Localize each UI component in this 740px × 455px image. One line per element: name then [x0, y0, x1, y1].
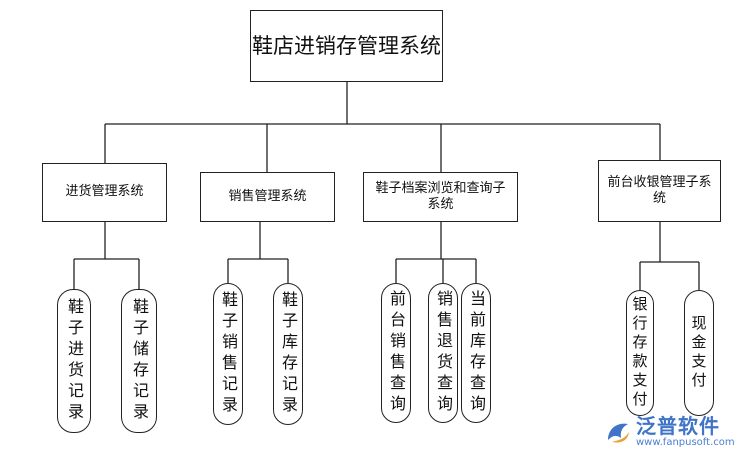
leaf-cash-payment: 现金支付	[684, 290, 714, 416]
leaf-return-query: 销售退货查询	[428, 283, 458, 423]
leaf-label: 鞋子进货记录	[65, 298, 84, 424]
leaf-label: 现金支付	[689, 315, 708, 391]
root-system-label: 鞋店进销存管理系统	[252, 33, 441, 58]
leaf-bank-deposit-payment: 银行存款支付	[626, 290, 654, 416]
watermark-brand: 泛普软件	[636, 414, 720, 438]
leaf-purchase-record: 鞋子进货记录	[57, 289, 91, 433]
subsystem-purchase-label: 进货管理系统	[65, 184, 144, 200]
brand-logo-icon	[608, 423, 629, 443]
leaf-label: 当前库存查询	[467, 290, 486, 416]
watermark-url: www.fanpusoft.com	[636, 437, 735, 448]
leaf-label: 鞋子销售记录	[219, 291, 238, 417]
watermark: 泛普软件 www.fanpusoft.com	[604, 409, 740, 455]
subsystem-cashier-box: 前台收银管理子系统	[598, 160, 721, 222]
leaf-label: 鞋子库存记录	[279, 291, 298, 417]
leaf-label: 鞋子储存记录	[130, 298, 149, 424]
leaf-label: 销售退货查询	[434, 290, 453, 416]
leaf-label: 前台销售查询	[387, 290, 406, 416]
subsystem-archive-query-box: 鞋子档案浏览和查询子系统	[363, 172, 518, 222]
leaf-label: 银行存款支付	[630, 296, 649, 410]
subsystem-sales-box: 销售管理系统	[200, 172, 335, 222]
subsystem-archive-query-label: 鞋子档案浏览和查询子系统	[375, 180, 506, 212]
leaf-inventory-record: 鞋子库存记录	[273, 283, 303, 425]
subsystem-sales-label: 销售管理系统	[228, 188, 307, 204]
leaf-current-stock-query: 当前库存查询	[461, 283, 491, 423]
subsystem-cashier-label: 前台收银管理子系统	[607, 174, 712, 206]
leaf-sales-record: 鞋子销售记录	[213, 283, 243, 425]
leaf-front-sales-query: 前台销售查询	[381, 283, 411, 423]
root-system-box: 鞋店进销存管理系统	[250, 10, 443, 82]
subsystem-purchase-box: 进货管理系统	[42, 163, 167, 222]
leaf-storage-record: 鞋子储存记录	[121, 289, 157, 433]
